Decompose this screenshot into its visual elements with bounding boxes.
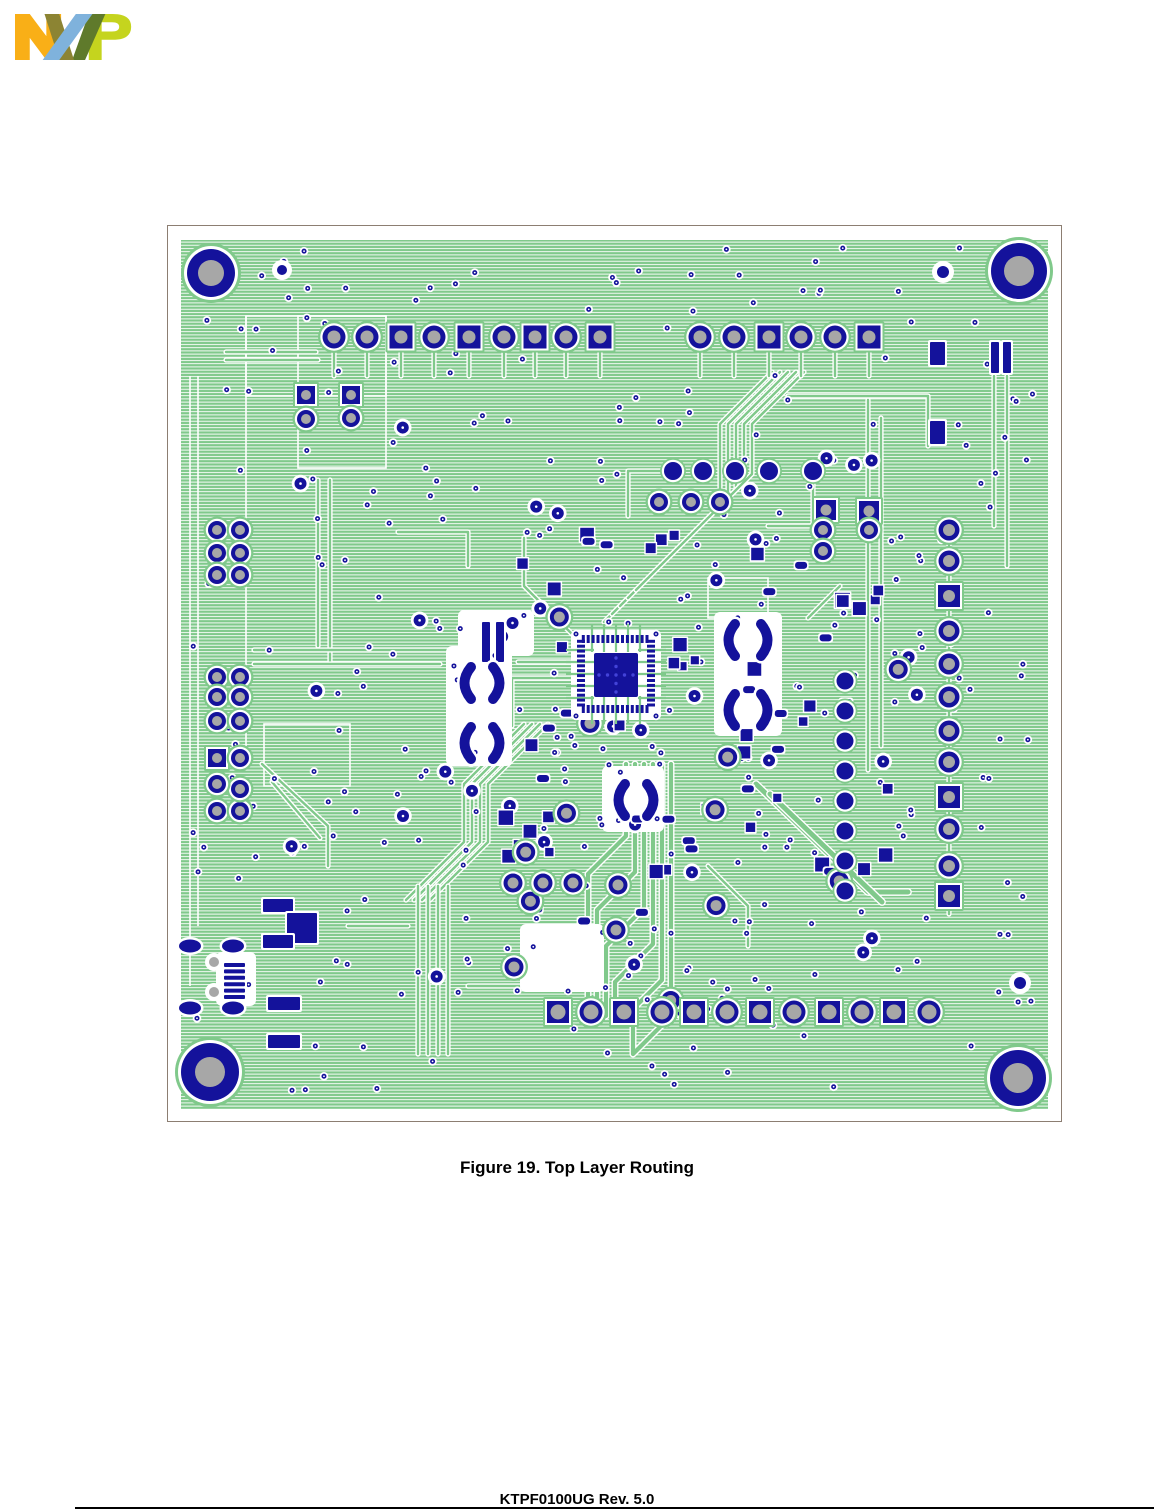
qfn-ic [566,624,666,724]
smd-pad-field [497,526,913,1015]
right-pad-column [934,515,964,911]
footer-doc-ref: KTPF0100UG Rev. 5.0 [499,1491,655,1508]
nxp-logo [15,13,132,61]
component-pads [176,340,1013,1050]
pcb-top-layer-image [168,226,1061,1121]
logo-letter-p-hole [101,22,120,32]
mid-pad-groups [499,458,883,981]
pcb-figure-frame [167,225,1062,1122]
mounting-holes [175,237,1053,1112]
top-pad-row [318,321,885,353]
bottom-pad-row [543,996,945,1028]
logo-x-blue [42,13,93,61]
logo-letters [15,13,132,61]
figure-caption: Figure 19. Top Layer Routing [460,1158,694,1177]
logo-x-dark-green [72,13,106,61]
footer-rule [75,1507,1154,1509]
left-pad-clusters [203,382,365,825]
